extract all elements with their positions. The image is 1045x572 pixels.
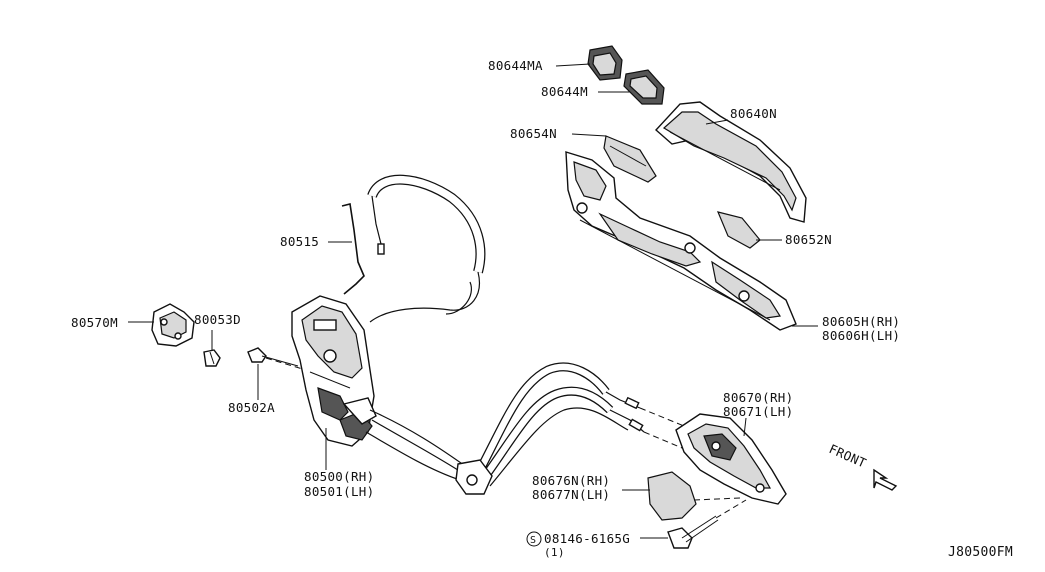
label-80671: 80671(LH)	[723, 404, 793, 419]
label-80570M: 80570M	[71, 315, 118, 330]
escutcheon-80644MA[interactable]	[587, 45, 623, 81]
label-80640N: 80640N	[730, 106, 777, 121]
label-80677N: 80677N(LH)	[532, 487, 610, 502]
screw-80053D[interactable]	[203, 349, 221, 367]
screw-80502A[interactable]	[247, 347, 299, 367]
label-bolt-qty: (1)	[544, 546, 565, 559]
bolt-label-group: S 08146-6165G (1)	[526, 531, 630, 559]
striker-80570M[interactable]	[151, 303, 195, 347]
inside-handle-cables	[365, 362, 645, 495]
label-80644M: 80644M	[541, 84, 588, 99]
cable-loop	[367, 174, 486, 323]
bolt-symbol-icon	[526, 531, 542, 547]
label-08146-6165G: 08146-6165G	[544, 531, 630, 546]
label-80053D: 80053D	[194, 312, 241, 327]
door-lock-actuator-80500[interactable]	[291, 295, 377, 447]
gasket-80654N[interactable]	[603, 135, 657, 183]
diagram-code: J80500FM	[948, 545, 1013, 560]
label-80652N: 80652N	[785, 232, 832, 247]
label-80502A: 80502A	[228, 400, 275, 415]
label-80676N: 80676N(RH)	[532, 473, 610, 488]
handle-frame-80605H[interactable]	[565, 151, 797, 331]
label-80501: 80501(LH)	[304, 484, 374, 499]
label-80500: 80500(RH)	[304, 469, 374, 484]
label-80644MA: 80644MA	[488, 58, 543, 73]
inside-handle-80670[interactable]	[675, 413, 787, 505]
label-front: FRONT	[827, 441, 869, 471]
label-80605H: 80605H(RH)	[822, 314, 900, 329]
label-80670: 80670(RH)	[723, 390, 793, 405]
label-80654N: 80654N	[510, 126, 557, 141]
label-80606H: 80606H(LH)	[822, 328, 900, 343]
gasket-80652N[interactable]	[716, 211, 761, 249]
bolt-08146-6165G[interactable]	[667, 515, 719, 549]
bolt-symbol: S	[530, 535, 536, 546]
outside-handle-80640N[interactable]	[654, 101, 807, 223]
escutcheon-80644M[interactable]	[623, 69, 665, 105]
rod-80515[interactable]	[341, 203, 365, 295]
front-arrow-icon	[873, 468, 898, 491]
inside-handle-cover-80676N[interactable]	[647, 471, 697, 521]
label-80515: 80515	[280, 234, 319, 249]
